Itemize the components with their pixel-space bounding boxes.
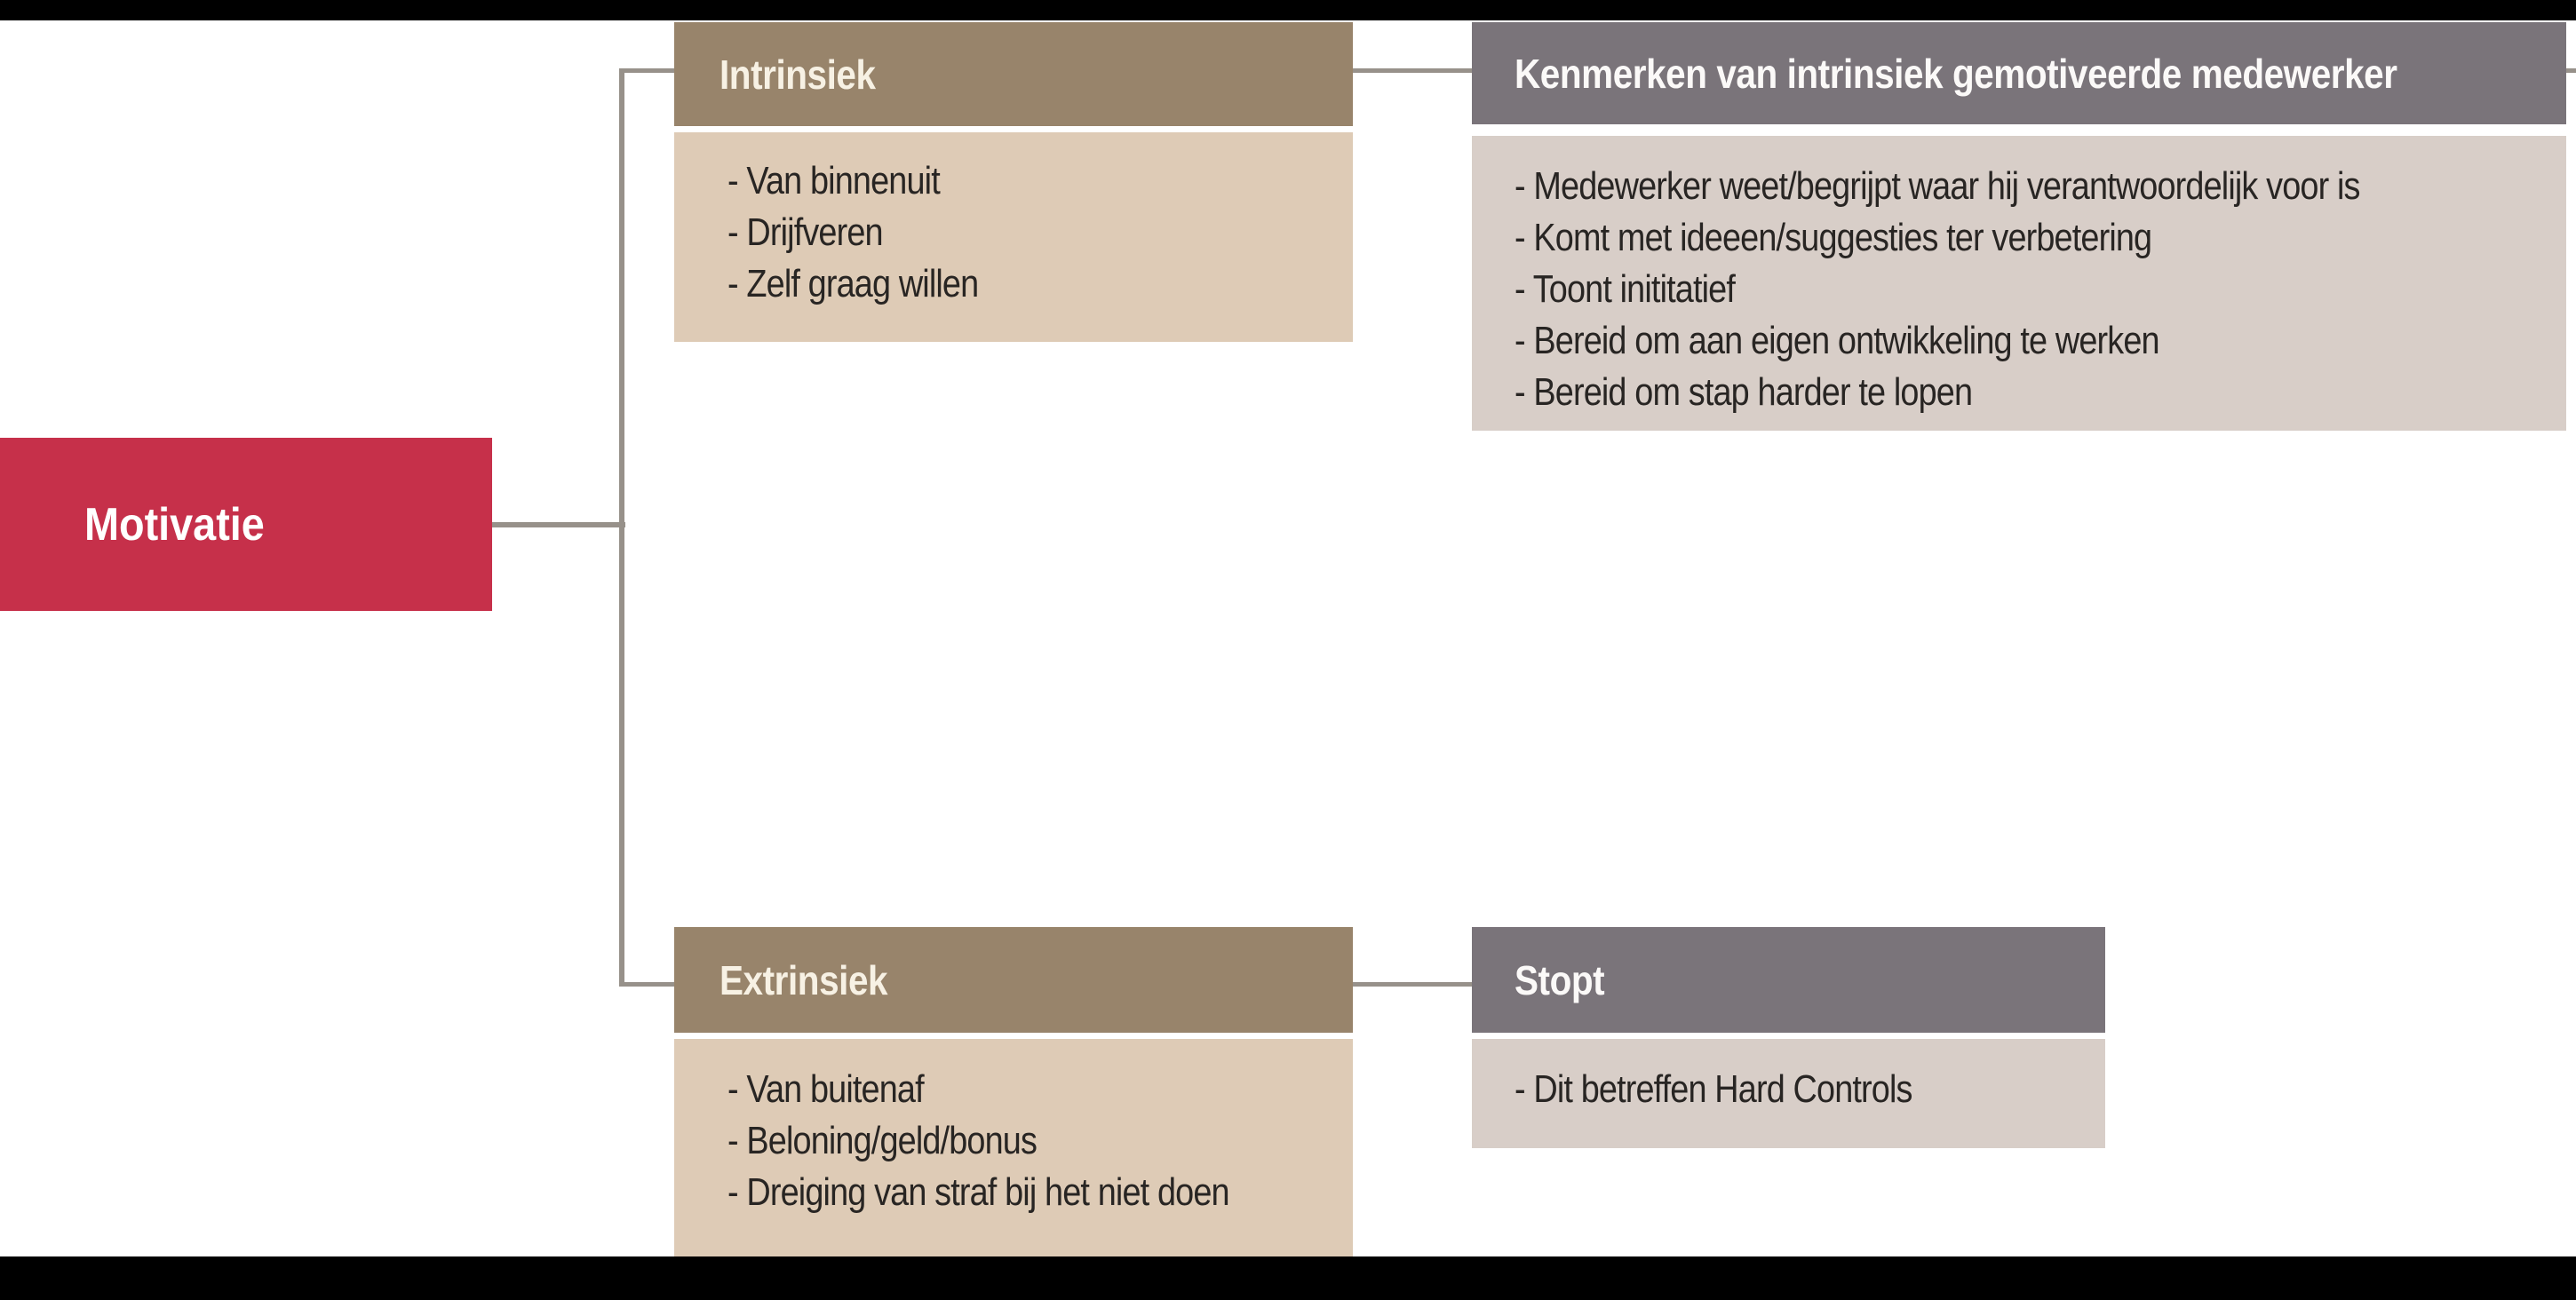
connector-trunk-to-extrinsiek xyxy=(619,982,674,987)
list-item: - Beloning/geld/bonus xyxy=(727,1119,1038,1162)
connector-root-to-trunk xyxy=(492,522,625,527)
node-motivatie[interactable]: Motivatie xyxy=(0,438,492,611)
node-intrinsiek-title: Intrinsiek xyxy=(720,51,876,98)
node-intrinsiek-header[interactable]: Intrinsiek xyxy=(674,22,1353,126)
connector-trunk-vertical xyxy=(619,68,624,987)
list-item: - Bereid om stap harder te lopen xyxy=(1515,370,1973,414)
node-intrinsiek-body[interactable]: - Van binnenuit - Drijfveren - Zelf graa… xyxy=(674,132,1353,342)
list-item: - Van binnenuit xyxy=(727,159,941,202)
list-item: - Dreiging van straf bij het niet doen xyxy=(727,1170,1230,1214)
letterbox-bottom-bar xyxy=(0,1256,2576,1300)
connector-trunk-to-intrinsiek xyxy=(619,68,674,73)
node-kenmerken-header[interactable]: Kenmerken van intrinsiek gemotiveerde me… xyxy=(1472,22,2566,124)
node-extrinsiek-body[interactable]: - Van buitenaf - Beloning/geld/bonus - D… xyxy=(674,1039,1353,1256)
connector-intrinsiek-to-kenmerken xyxy=(1353,68,1472,73)
node-extrinsiek-header[interactable]: Extrinsiek xyxy=(674,927,1353,1033)
list-item: - Toont inititatief xyxy=(1515,267,1736,311)
node-stopt-header[interactable]: Stopt xyxy=(1472,927,2105,1033)
node-extrinsiek-title: Extrinsiek xyxy=(720,956,888,1003)
list-item: - Drijfveren xyxy=(727,210,884,254)
connector-extrinsiek-to-stopt xyxy=(1353,982,1472,987)
node-kenmerken-title: Kenmerken van intrinsiek gemotiveerde me… xyxy=(1515,50,2397,97)
list-item: - Medewerker weet/begrijpt waar hij vera… xyxy=(1515,164,2360,208)
node-motivatie-label: Motivatie xyxy=(84,498,265,551)
list-item: - Komt met ideeen/suggesties ter verbete… xyxy=(1515,216,2152,259)
node-stopt-body[interactable]: - Dit betreffen Hard Controls xyxy=(1472,1039,2105,1148)
list-item: - Dit betreffen Hard Controls xyxy=(1515,1067,1912,1111)
list-item: - Zelf graag willen xyxy=(727,262,979,305)
list-item: - Van buitenaf xyxy=(727,1067,925,1111)
connector-offscreen-right-stub xyxy=(2566,68,2576,73)
node-stopt-title: Stopt xyxy=(1515,956,1605,1003)
list-item: - Bereid om aan eigen ontwikkeling te we… xyxy=(1515,319,2160,362)
letterbox-top-bar xyxy=(0,0,2576,20)
node-kenmerken-body[interactable]: - Medewerker weet/begrijpt waar hij vera… xyxy=(1472,136,2566,431)
